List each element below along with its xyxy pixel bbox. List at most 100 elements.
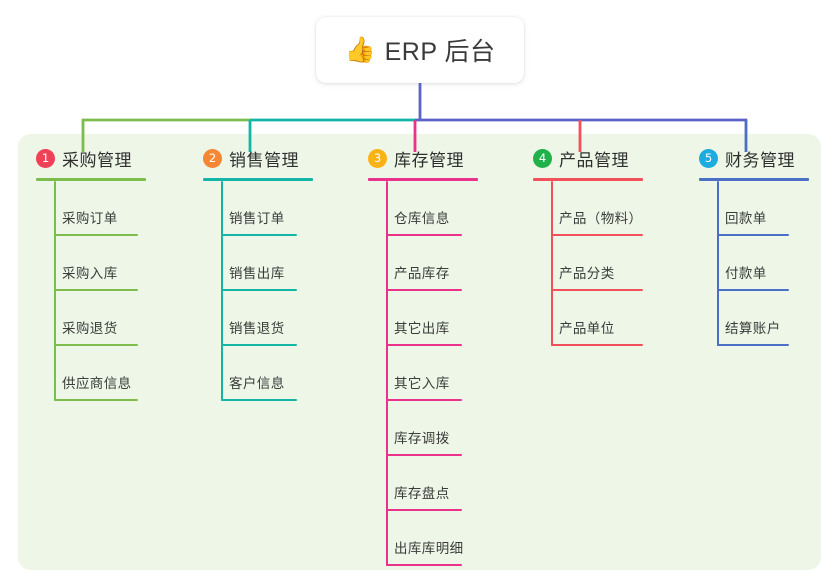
- sub-item-rule: [386, 509, 462, 511]
- column-2: 2 销售管理销售订单销售出库销售退货客户信息: [203, 146, 313, 401]
- sub-item-rule: [221, 344, 297, 346]
- sub-item-rule: [386, 289, 462, 291]
- column-header-rule: [699, 178, 809, 181]
- column-header-rule: [203, 178, 313, 181]
- column-header-1[interactable]: 1 采购管理: [36, 146, 146, 170]
- column-title: 销售管理: [229, 150, 299, 170]
- column-title: 采购管理: [62, 150, 132, 170]
- sub-item[interactable]: 其它入库: [368, 346, 478, 401]
- sub-item[interactable]: 销售出库: [203, 236, 313, 291]
- column-1: 1 采购管理采购订单采购入库采购退货供应商信息: [36, 146, 146, 401]
- root-node-card[interactable]: 👍 ERP 后台: [316, 17, 524, 83]
- sub-item-rule: [54, 234, 138, 236]
- sub-item-rule: [54, 399, 138, 401]
- sub-item[interactable]: 销售退货: [203, 291, 313, 346]
- sub-item[interactable]: 产品分类: [533, 236, 643, 291]
- column-number-badge: 3: [368, 148, 387, 168]
- sub-item-list: 采购订单采购入库采购退货供应商信息: [36, 181, 146, 401]
- sub-item-rule: [386, 454, 462, 456]
- sub-item-label: 销售订单: [229, 211, 285, 226]
- sub-item[interactable]: 客户信息: [203, 346, 313, 401]
- sub-item-rule: [221, 234, 297, 236]
- sub-item-label: 库存盘点: [394, 486, 450, 501]
- sub-item-label: 仓库信息: [394, 211, 450, 226]
- column-title: 库存管理: [394, 150, 464, 170]
- column-4: 4 产品管理产品（物料） 产品分类产品单位: [533, 146, 643, 346]
- root-node-title: ERP 后台: [384, 38, 496, 66]
- sub-item-label: 库存调拨: [394, 431, 450, 446]
- sub-item-rule: [551, 234, 643, 236]
- column-title: 财务管理: [725, 150, 795, 170]
- sub-item[interactable]: 采购订单: [36, 181, 146, 236]
- sub-item-label: 采购入库: [62, 266, 118, 281]
- sub-item-label: 产品分类: [559, 266, 615, 281]
- sub-item[interactable]: 供应商信息: [36, 346, 146, 401]
- sub-item-rule: [551, 344, 643, 346]
- sub-item[interactable]: 销售订单: [203, 181, 313, 236]
- sub-item[interactable]: 出库库明细: [368, 511, 478, 566]
- sub-item-label: 产品库存: [394, 266, 450, 281]
- sub-item-label: 其它出库: [394, 321, 450, 336]
- sub-item-rule: [386, 234, 462, 236]
- column-header-rule: [533, 178, 643, 181]
- sub-item-rule: [551, 289, 643, 291]
- sub-item-label: 采购订单: [62, 211, 118, 226]
- sub-item-rule: [386, 344, 462, 346]
- thumbs-up-icon: 👍: [344, 35, 376, 64]
- column-header-3[interactable]: 3 库存管理: [368, 146, 478, 170]
- sub-item-list: 仓库信息产品库存其它出库其它入库库存调拨库存盘点出库库明细: [368, 181, 478, 566]
- sub-item[interactable]: 产品（物料）: [533, 181, 643, 236]
- sub-item[interactable]: 回款单: [699, 181, 809, 236]
- column-stem: [386, 181, 388, 566]
- sub-item-label: 付款单: [725, 266, 767, 281]
- column-3: 3 库存管理仓库信息产品库存其它出库其它入库库存调拨库存盘点出库库明细: [368, 146, 478, 566]
- column-5: 5 财务管理回款单付款单结算账户: [699, 146, 809, 346]
- column-number-badge: 1: [36, 148, 55, 168]
- sub-item-rule: [717, 289, 789, 291]
- sub-item-rule: [717, 344, 789, 346]
- sub-item-label: 供应商信息: [62, 376, 132, 391]
- sub-item-rule: [221, 289, 297, 291]
- sub-item[interactable]: 付款单: [699, 236, 809, 291]
- sub-item-rule: [386, 564, 462, 566]
- column-stem: [551, 181, 553, 346]
- sub-item[interactable]: 库存盘点: [368, 456, 478, 511]
- sub-item[interactable]: 结算账户: [699, 291, 809, 346]
- column-stem: [54, 181, 56, 401]
- column-header-rule: [368, 178, 478, 181]
- column-title: 产品管理: [559, 150, 629, 170]
- sub-item-label: 产品单位: [559, 321, 615, 336]
- column-header-rule: [36, 178, 146, 181]
- sub-item-label: 销售退货: [229, 321, 285, 336]
- column-number-badge: 2: [203, 148, 222, 168]
- sub-item[interactable]: 产品库存: [368, 236, 478, 291]
- column-number-badge: 4: [533, 148, 552, 168]
- sub-item-label: 销售出库: [229, 266, 285, 281]
- sub-item-label: 产品（物料）: [559, 211, 643, 226]
- sub-item[interactable]: 采购退货: [36, 291, 146, 346]
- column-stem: [221, 181, 223, 401]
- sub-item-list: 产品（物料） 产品分类产品单位: [533, 181, 643, 346]
- column-header-4[interactable]: 4 产品管理: [533, 146, 643, 170]
- sub-item-list: 回款单付款单结算账户: [699, 181, 809, 346]
- sub-item-label: 客户信息: [229, 376, 285, 391]
- sub-item[interactable]: 库存调拨: [368, 401, 478, 456]
- sub-item-rule: [54, 289, 138, 291]
- sub-item-label: 结算账户: [725, 321, 781, 336]
- column-stem: [717, 181, 719, 346]
- column-number-badge: 5: [699, 148, 718, 168]
- column-header-2[interactable]: 2 销售管理: [203, 146, 313, 170]
- sub-item-label: 其它入库: [394, 376, 450, 391]
- sub-item[interactable]: 采购入库: [36, 236, 146, 291]
- column-header-5[interactable]: 5 财务管理: [699, 146, 809, 170]
- sub-item-rule: [717, 234, 789, 236]
- sub-item[interactable]: 仓库信息: [368, 181, 478, 236]
- sub-item[interactable]: 产品单位: [533, 291, 643, 346]
- sub-item-rule: [54, 344, 138, 346]
- sub-item-list: 销售订单销售出库销售退货客户信息: [203, 181, 313, 401]
- sub-item-rule: [221, 399, 297, 401]
- sub-item-label: 采购退货: [62, 321, 118, 336]
- diagram-panel: [18, 134, 821, 570]
- sub-item[interactable]: 其它出库: [368, 291, 478, 346]
- sub-item-rule: [386, 399, 462, 401]
